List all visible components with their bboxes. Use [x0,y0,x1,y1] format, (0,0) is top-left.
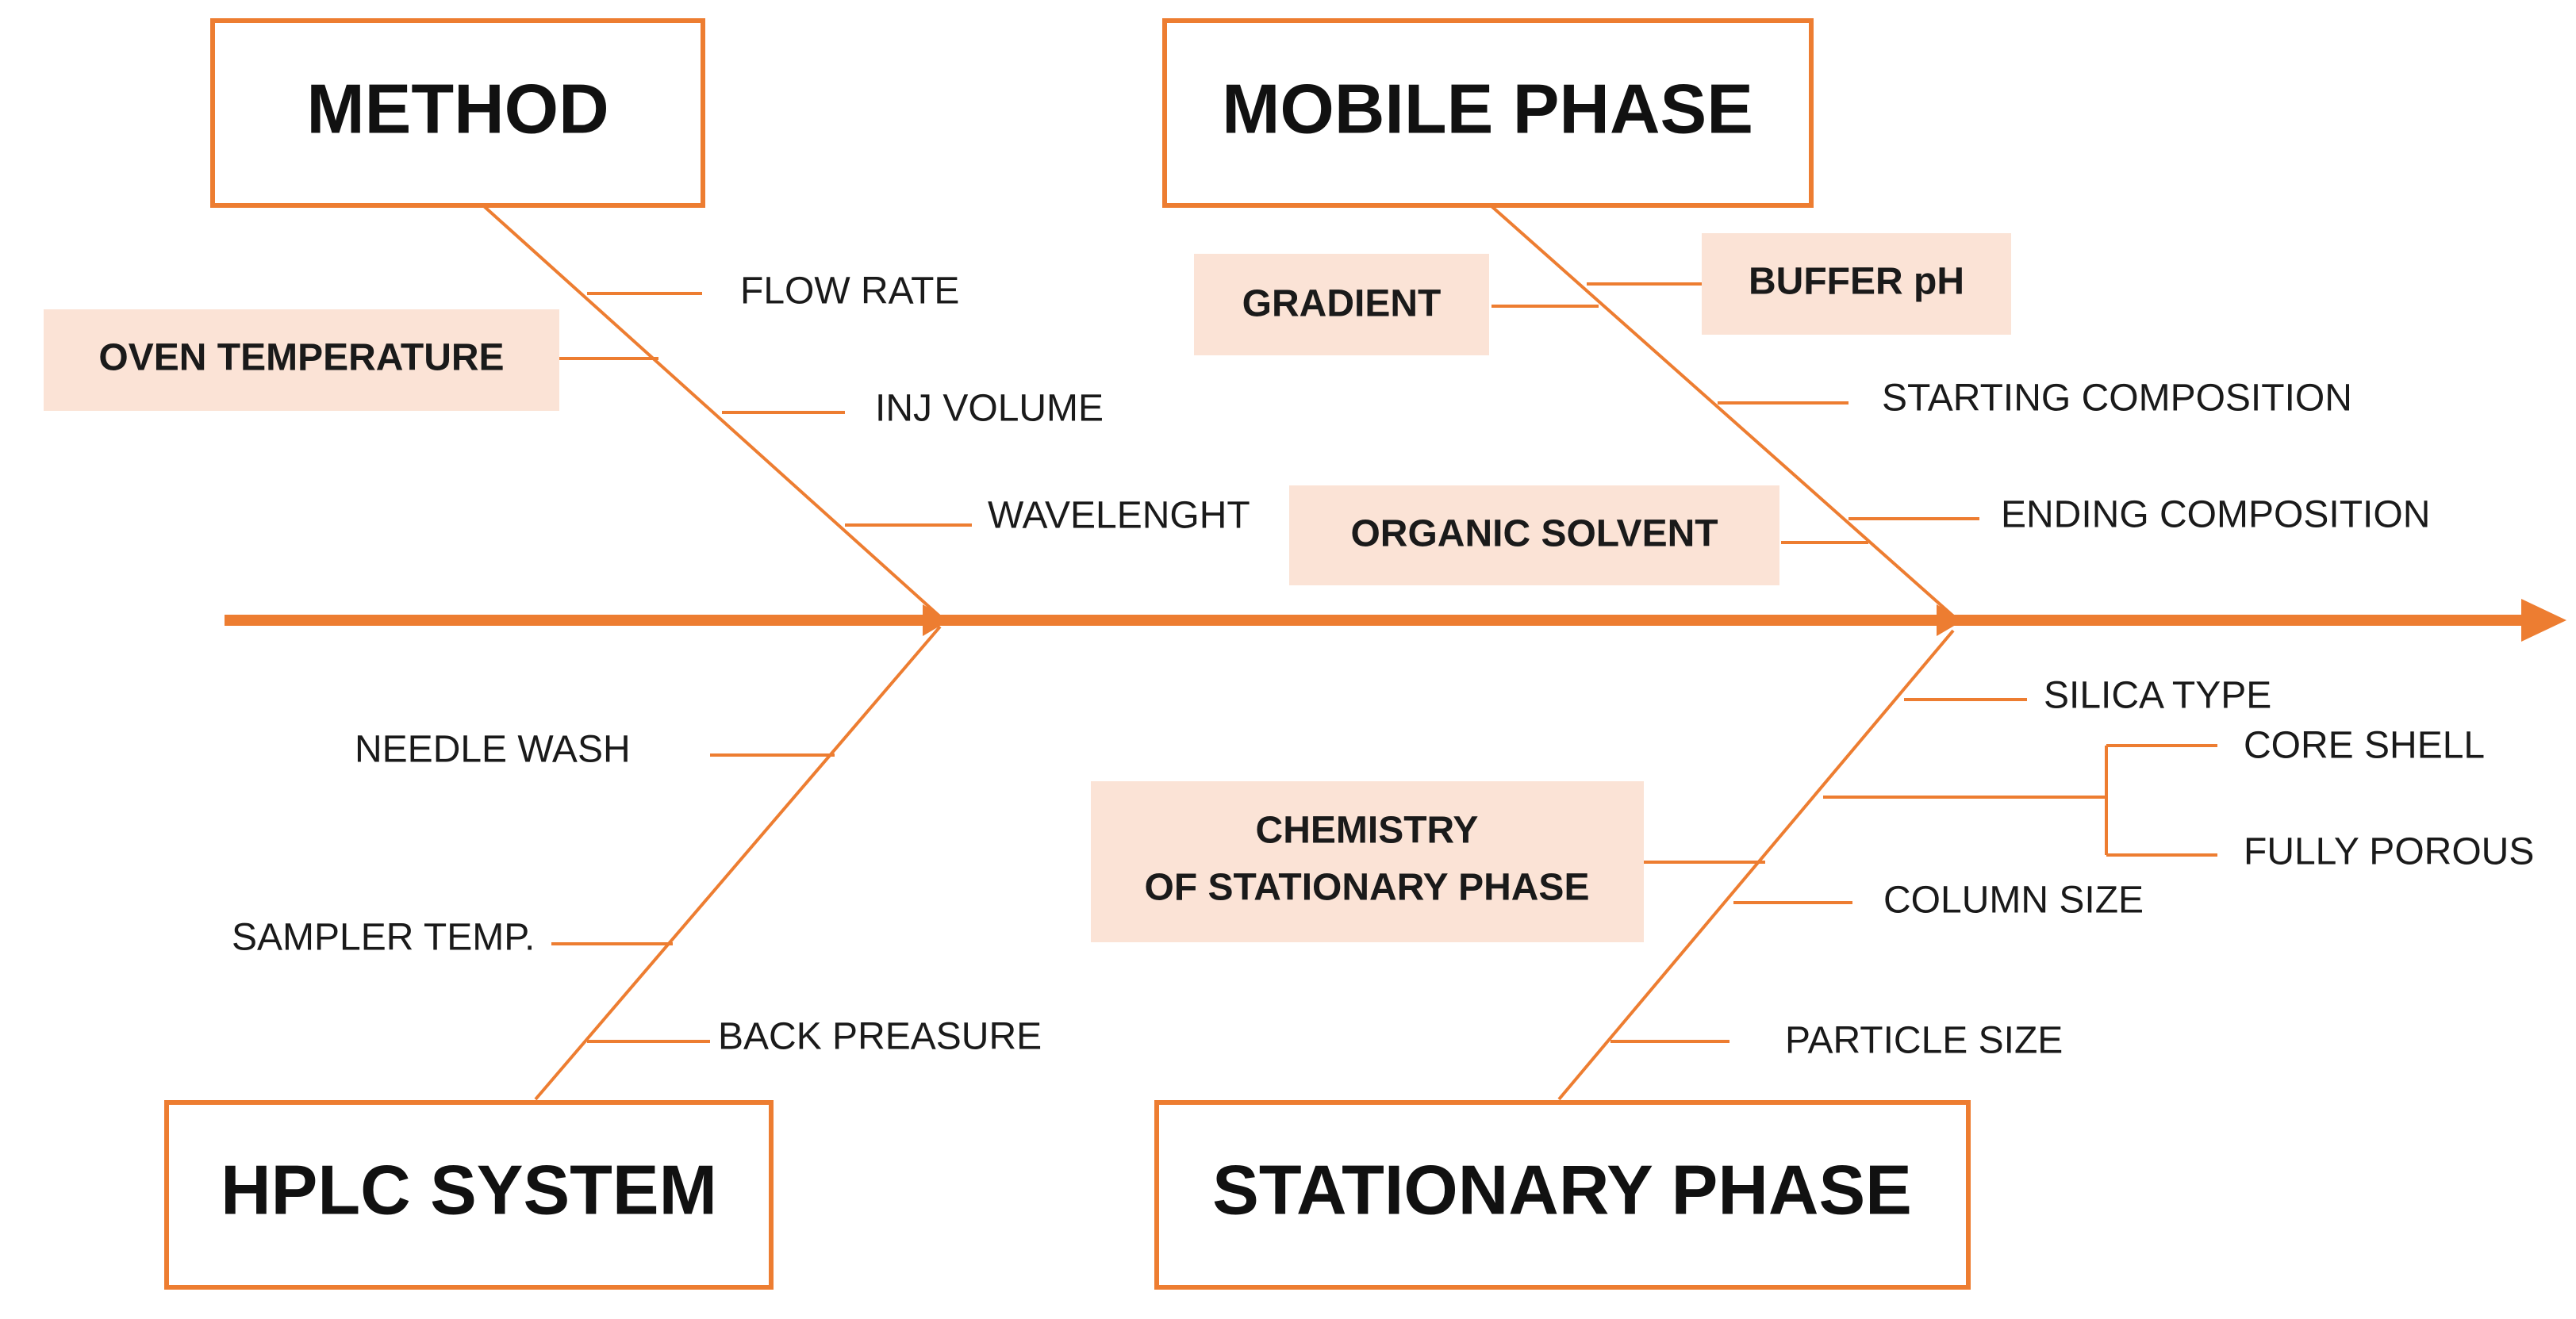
chemistry-highlight [1091,781,1644,942]
buffer-ph-label: BUFFER pH [1749,261,1964,303]
core-shell-label: CORE SHELL [2244,725,2485,767]
stationary-phase-category-label: STATIONARY PHASE [1212,1150,1912,1229]
mobile-phase-category-box [1162,18,1814,208]
gradient-label: GRADIENT [1242,283,1442,325]
organic-solvent-highlight [1289,485,1779,585]
fully-porous-label: FULLY POROUS [2244,831,2534,873]
wavelength-label: WAVELENGHT [988,495,1250,537]
sampler-temp-label: SAMPLER TEMP. [232,917,535,959]
ending-composition-label: ENDING COMPOSITION [2001,494,2430,536]
method-arrowhead [923,604,950,636]
method-bone [482,205,946,622]
gradient-highlight [1194,254,1489,355]
flow-rate-label: FLOW RATE [740,270,959,312]
oven-temperature-highlight [44,309,559,411]
starting-composition-label: STARTING COMPOSITION [1882,378,2352,420]
mobile-phase-bone [1490,205,1960,622]
inj-volume-label: INJ VOLUME [875,388,1104,430]
hplc-system-category-box [164,1100,774,1290]
mobile-phase-arrowhead [1937,604,1964,636]
stationary-phase-bone [1557,629,1955,1101]
spine-arrowhead [2521,599,2566,642]
oven-temperature-label: OVEN TEMPERATURE [98,337,504,379]
hplc-system-bone [534,625,942,1101]
back-pressure-label: BACK PREASURE [718,1016,1042,1058]
organic-solvent-label: ORGANIC SOLVENT [1350,513,1718,555]
mobile-phase-category-label: MOBILE PHASE [1222,69,1753,148]
chemistry-label-line2: OF STATIONARY PHASE [1145,867,1590,909]
method-category-box [210,18,705,208]
hplc-system-category-label: HPLC SYSTEM [221,1150,717,1229]
column-size-label: COLUMN SIZE [1883,880,2144,922]
silica-type-label: SILICA TYPE [2044,675,2271,717]
stationary-phase-category-box [1154,1100,1971,1290]
particle-size-label: PARTICLE SIZE [1785,1020,2063,1062]
chemistry-label-line1: CHEMISTRY [1256,810,1479,852]
buffer-ph-highlight [1702,233,2011,335]
needle-wash-label: NEEDLE WASH [355,729,631,771]
method-category-label: METHOD [306,69,608,148]
